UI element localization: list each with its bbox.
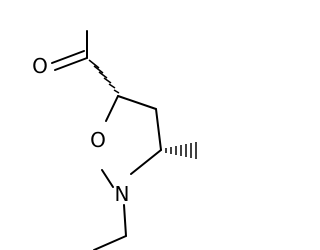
bond-c3-n [130,149,162,175]
bond-c5-c4 [117,95,157,110]
bond-n-o [101,169,114,188]
ring-nitrogen-label: N [115,182,130,206]
carbonyl-oxygen-label: O [32,54,48,78]
bond-carbonyl-double-a [54,57,88,71]
bond-n-ethyl [123,204,127,237]
bond-o-c5 [105,95,119,122]
bond-c4-c3 [155,108,162,151]
bond-ethyl-methyl [93,235,127,250]
stereo-hash-bond-c5 [88,59,120,94]
ring-oxygen-label: O [90,128,106,152]
bond-carbonyl-double-b [51,50,85,64]
bond-lines [51,30,162,250]
stereo-hash-bond-c3 [165,142,197,159]
structure-drawing: O O N [32,30,197,250]
molecule-canvas: O O N [32,30,197,250]
